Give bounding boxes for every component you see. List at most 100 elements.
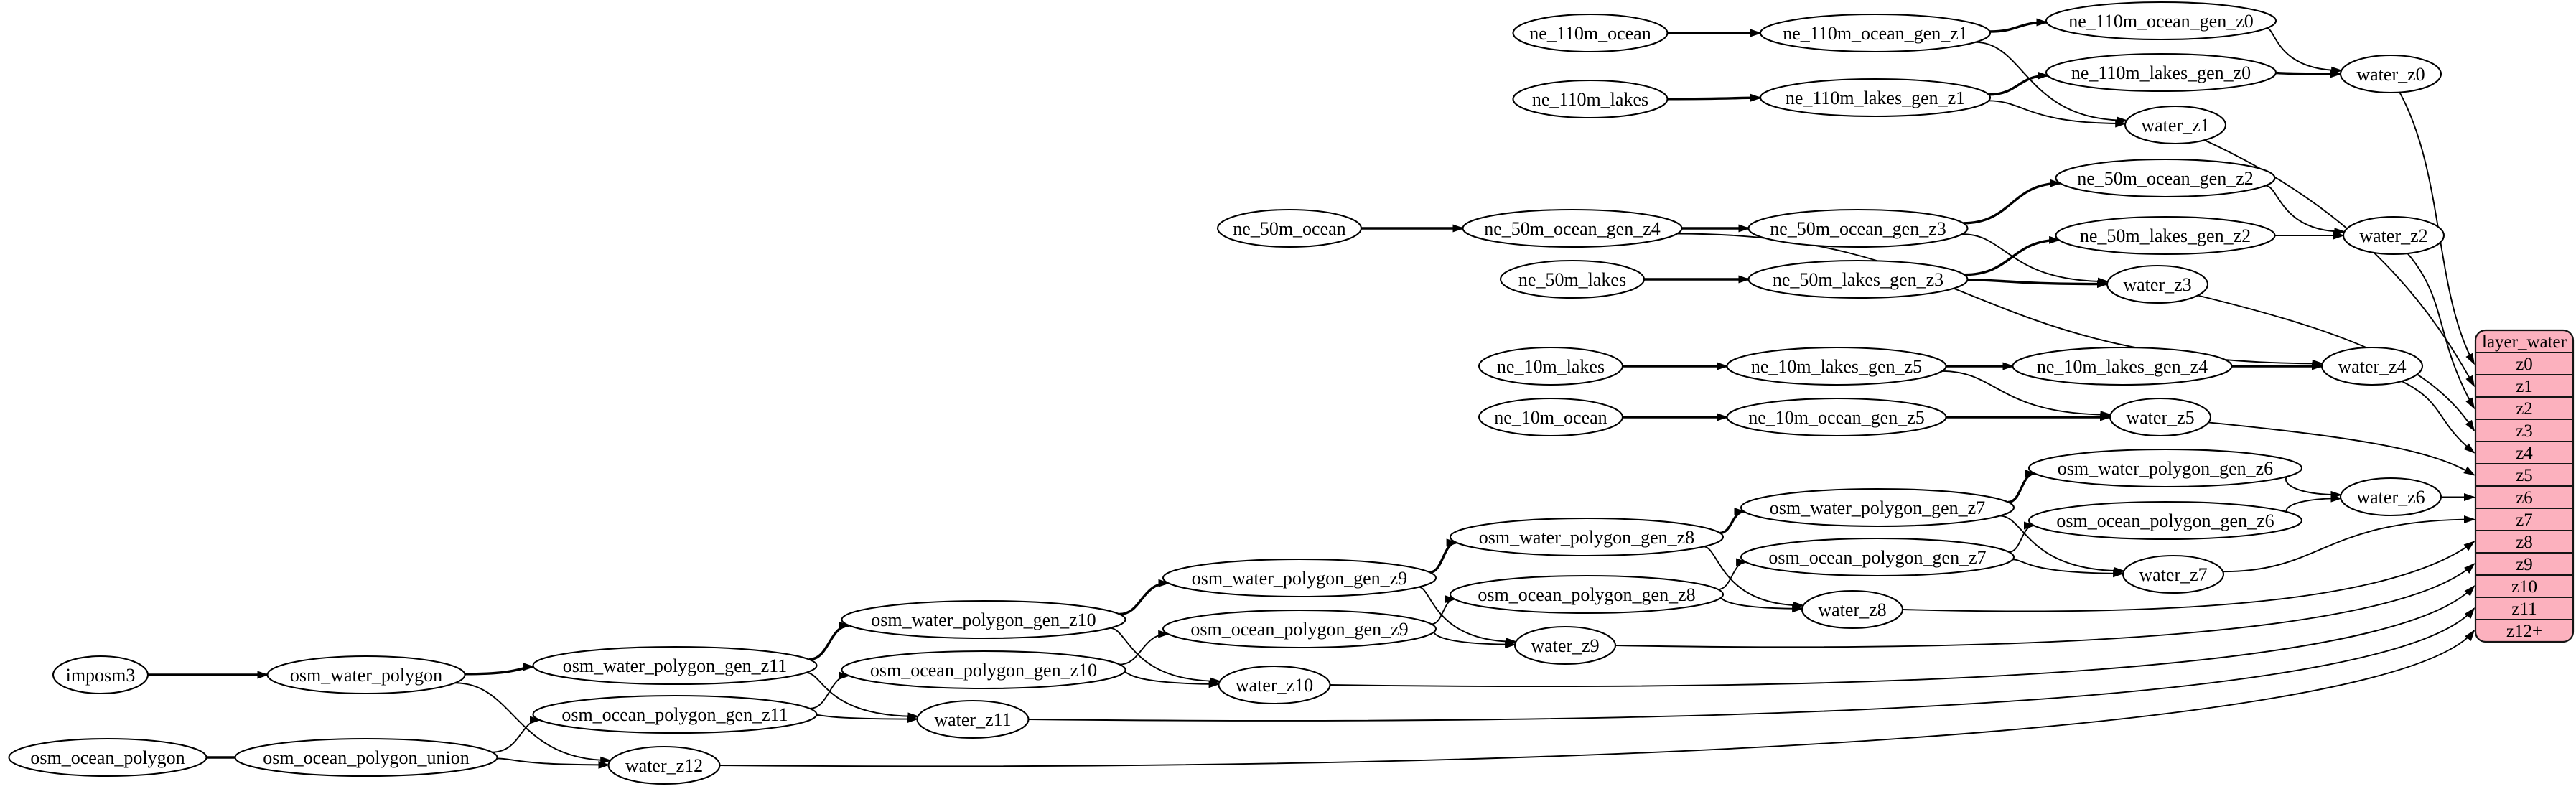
edge-ne_50m_ocean_gen_z3-to-water_z3: [1961, 233, 2109, 286]
table-row-z7: z7: [2516, 510, 2533, 530]
edge-ne_50m_ocean_gen_z4-to-water_z4: [1676, 233, 2324, 368]
node-ellipse-osm_ocean_polygon: [8, 737, 207, 778]
edge-osm_water_polygon_gen_z7-to-water_z7: [1999, 515, 2126, 575]
node-label-ne_10m_ocean_gen_z5: ne_10m_ocean_gen_z5: [1748, 407, 1924, 428]
node-ellipse-ne_10m_lakes: [1478, 346, 1624, 386]
node-ne_110m_ocean_gen_z0: ne_110m_ocean_gen_z0: [2045, 1, 2277, 41]
edge-water_z11-to-layer_water-z11: [1028, 607, 2475, 722]
node-water_z6: water_z6: [2339, 477, 2442, 517]
node-ellipse-osm_ocean_polygon_union: [234, 737, 498, 778]
node-water_z7: water_z7: [2122, 554, 2225, 594]
node-water_z2: water_z2: [2342, 215, 2445, 256]
edge-osm_water_polygon-to-water_z12: [454, 682, 612, 765]
node-ne_50m_ocean_gen_z4: ne_50m_ocean_gen_z4: [1462, 208, 1683, 248]
node-osm_ocean_polygon_gen_z8: osm_ocean_polygon_gen_z8: [1449, 574, 1725, 615]
node-label-ne_50m_lakes: ne_50m_lakes: [1518, 269, 1626, 290]
node-ne_50m_lakes_gen_z3: ne_50m_lakes_gen_z3: [1747, 259, 1969, 299]
edge-ne_110m_lakes_gen_z1-to-ne_110m_lakes_gen_z0: [1988, 71, 2050, 96]
node-water_z0: water_z0: [2339, 54, 2442, 94]
edge-osm_water_polygon_gen_z8-to-osm_water_polygon_gen_z7: [1719, 508, 1746, 535]
node-ellipse-ne_50m_lakes_gen_z2: [2055, 215, 2276, 256]
edge-ne_110m_ocean_gen_z0-to-water_z0: [2266, 27, 2343, 75]
node-ne_10m_ocean: ne_10m_ocean: [1478, 397, 1624, 437]
node-label-osm_ocean_polygon_gen_z9: osm_ocean_polygon_gen_z9: [1190, 619, 1408, 640]
node-label-ne_10m_lakes: ne_10m_lakes: [1497, 356, 1605, 377]
node-label-osm_ocean_polygon_gen_z6: osm_ocean_polygon_gen_z6: [2056, 510, 2274, 531]
table-row-z5: z5: [2516, 466, 2533, 485]
node-osm_ocean_polygon_gen_z6: osm_ocean_polygon_gen_z6: [2027, 500, 2303, 541]
node-ne_50m_ocean_gen_z2: ne_50m_ocean_gen_z2: [2055, 158, 2276, 198]
node-label-water_z3: water_z3: [2123, 274, 2191, 295]
node-label-osm_water_polygon_gen_z7: osm_water_polygon_gen_z7: [1770, 498, 1985, 518]
node-label-imposm3: imposm3: [66, 665, 136, 686]
node-osm_ocean_polygon_gen_z11: osm_ocean_polygon_gen_z11: [532, 694, 818, 734]
node-label-osm_ocean_polygon: osm_ocean_polygon: [30, 747, 185, 768]
node-ellipse-osm_water_polygon_gen_z7: [1740, 487, 2015, 528]
node-ellipse-ne_10m_lakes_gen_z5: [1726, 346, 1947, 386]
node-label-ne_110m_ocean_gen_z1: ne_110m_ocean_gen_z1: [1783, 23, 1968, 44]
node-ellipse-ne_50m_ocean_gen_z2: [2055, 158, 2276, 198]
node-ellipse-ne_110m_lakes_gen_z0: [2045, 52, 2277, 93]
node-label-ne_50m_ocean_gen_z2: ne_50m_ocean_gen_z2: [2077, 168, 2253, 189]
edge-osm_ocean_polygon_gen_z7-to-water_z7: [2012, 559, 2125, 578]
node-ne_50m_ocean_gen_z3: ne_50m_ocean_gen_z3: [1747, 208, 1969, 248]
node-label-ne_110m_lakes_gen_z1: ne_110m_lakes_gen_z1: [1786, 88, 1965, 108]
node-ne_110m_lakes_gen_z1: ne_110m_lakes_gen_z1: [1759, 78, 1992, 118]
node-ellipse-water_z7: [2122, 554, 2225, 594]
layer-water-table: layer_waterz0z1z2z3z4z5z6z7z8z9z10z11z12…: [2474, 329, 2575, 643]
node-label-water_z9: water_z9: [1531, 635, 1599, 656]
node-ellipse-osm_ocean_polygon_gen_z9: [1162, 609, 1437, 649]
node-ellipse-ne_10m_ocean: [1478, 397, 1624, 437]
node-osm_ocean_polygon_gen_z7: osm_ocean_polygon_gen_z7: [1740, 537, 2015, 577]
edge-water_z2-to-layer_water-z2: [2407, 253, 2475, 410]
node-label-osm_ocean_polygon_gen_z7: osm_ocean_polygon_gen_z7: [1768, 547, 1986, 568]
edge-osm_ocean_polygon_gen_z8-to-osm_ocean_polygon_gen_z7: [1717, 558, 1748, 590]
node-label-water_z11: water_z11: [934, 709, 1011, 730]
node-ellipse-water_z8: [1801, 589, 1904, 630]
edge-ne_50m_ocean_gen_z2-to-water_z2: [2265, 185, 2346, 236]
edge-water_z8-to-layer_water-z8: [1902, 541, 2475, 612]
node-label-ne_10m_ocean: ne_10m_ocean: [1494, 407, 1607, 428]
node-osm_water_polygon: osm_water_polygon: [266, 655, 466, 695]
edge-osm_ocean_polygon_gen_z9-to-water_z9: [1433, 630, 1517, 649]
node-ne_110m_ocean_gen_z1: ne_110m_ocean_gen_z1: [1759, 13, 1992, 53]
node-ne_110m_ocean: ne_110m_ocean: [1512, 13, 1669, 53]
edge-osm_water_polygon_gen_z10-to-osm_water_polygon_gen_z9: [1119, 579, 1170, 616]
node-water_z4: water_z4: [2320, 346, 2424, 386]
edge-osm_water_polygon_gen_z8-to-water_z8: [1703, 546, 1805, 610]
edge-osm_ocean_polygon_gen_z10-to-osm_ocean_polygon_gen_z9: [1119, 630, 1170, 666]
node-water_z3: water_z3: [2106, 264, 2209, 304]
node-osm_water_polygon_gen_z7: osm_water_polygon_gen_z7: [1740, 487, 2015, 528]
node-ellipse-ne_110m_ocean_gen_z0: [2045, 1, 2277, 41]
node-osm_water_polygon_gen_z9: osm_water_polygon_gen_z9: [1162, 558, 1437, 598]
node-water_z8: water_z8: [1801, 589, 1904, 630]
node-label-ne_10m_lakes_gen_z4: ne_10m_lakes_gen_z4: [2037, 356, 2208, 377]
node-osm_water_polygon_gen_z8: osm_water_polygon_gen_z8: [1449, 517, 1725, 557]
node-label-ne_50m_lakes_gen_z2: ne_50m_lakes_gen_z2: [2080, 225, 2251, 246]
node-ellipse-osm_water_polygon_gen_z9: [1162, 558, 1437, 598]
node-ellipse-ne_50m_ocean: [1216, 208, 1363, 248]
node-water_z5: water_z5: [2109, 397, 2212, 437]
node-ellipse-water_z10: [1218, 665, 1331, 705]
node-label-ne_110m_ocean_gen_z0: ne_110m_ocean_gen_z0: [2068, 11, 2254, 32]
edge-osm_ocean_polygon_gen_z11-to-water_z11: [816, 714, 919, 724]
node-ellipse-osm_water_polygon_gen_z11: [532, 645, 818, 686]
node-ellipse-osm_ocean_polygon_gen_z7: [1740, 537, 2015, 577]
node-ellipse-osm_water_polygon_gen_z10: [841, 599, 1126, 640]
node-ne_10m_lakes_gen_z4: ne_10m_lakes_gen_z4: [2012, 346, 2233, 386]
edge-osm_water_polygon-to-osm_water_polygon_gen_z11: [465, 663, 535, 676]
edge-ne_110m_lakes_gen_z0-to-water_z0: [2274, 70, 2342, 78]
table-title: layer_water: [2482, 332, 2567, 352]
node-label-ne_110m_lakes: ne_110m_lakes: [1532, 89, 1648, 110]
node-ellipse-ne_50m_ocean_gen_z3: [1747, 208, 1969, 248]
node-ellipse-ne_50m_lakes: [1499, 259, 1646, 299]
table-row-z0: z0: [2516, 355, 2533, 374]
node-label-osm_water_polygon_gen_z9: osm_water_polygon_gen_z9: [1192, 568, 1407, 589]
edge-ne_110m_ocean_gen_z1-to-ne_110m_ocean_gen_z0: [1989, 18, 2048, 33]
node-label-ne_50m_ocean: ne_50m_ocean: [1233, 218, 1345, 239]
node-ellipse-ne_50m_lakes_gen_z3: [1747, 259, 1969, 299]
node-label-water_z12: water_z12: [625, 755, 703, 776]
node-ellipse-ne_110m_lakes: [1512, 79, 1669, 119]
